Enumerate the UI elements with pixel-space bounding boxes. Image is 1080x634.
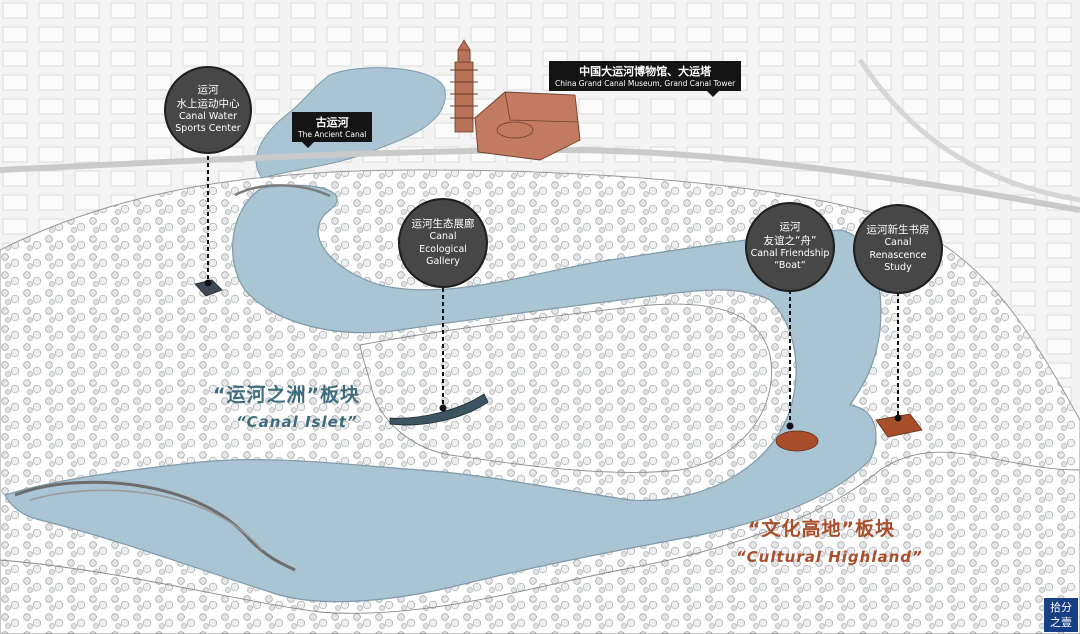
zone-label-cultural-highland: “文化高地”板块 (748, 514, 895, 541)
leader-lines (207, 156, 899, 426)
callout-label: Canal (884, 237, 912, 249)
callout-water-sports-center[interactable]: 运河 水上运动中心 Canal Water Sports Center (164, 66, 252, 154)
tag-ancient-canal[interactable]: 古运河 The Ancient Canal (292, 112, 373, 148)
callout-label: Renascence (869, 249, 927, 261)
zone-title-en: “Cultural Highland” (736, 548, 923, 566)
grand-canal-water (4, 184, 882, 603)
bridge-south-arch-2 (29, 489, 263, 551)
tag-label-en: China Grand Canal Museum, Grand Canal To… (555, 79, 736, 88)
callout-label: 运河 (197, 84, 219, 97)
grand-canal-tower (450, 39, 478, 133)
tag-museum[interactable]: 中国大运河博物馆、大运塔 China Grand Canal Museum, G… (549, 61, 742, 97)
road-east (857, 58, 1080, 203)
tag-label-zh: 古运河 (315, 116, 349, 129)
leader-dots (204, 279, 902, 430)
zone-title-zh: “运河之洲”板块 (213, 384, 360, 406)
bridge-north (234, 184, 331, 198)
callout-label: Canal (429, 231, 457, 243)
callout-label: Sports Center (175, 123, 241, 135)
bridge-south-arch (14, 480, 296, 572)
zone-title-zh: “文化高地”板块 (748, 518, 895, 540)
zone-label-canal-islet-en: “Canal Islet” (236, 413, 358, 431)
callout-label: 水上运动中心 (176, 97, 240, 110)
callout-label: Canal Water (178, 111, 238, 123)
south-shore-land (0, 451, 1080, 634)
zone-label-cultural-highland-en: “Cultural Highland” (736, 548, 923, 566)
callout-label: Canal Friendship (750, 248, 830, 260)
callout-label: Study (884, 261, 912, 273)
callout-label: 友谊之“舟” (763, 234, 817, 247)
publisher-seal: 拾分 之壹 (1044, 598, 1078, 632)
callout-label: Gallery (426, 255, 460, 267)
eco-gallery-structure (389, 393, 489, 426)
callout-label: 运河新生书房 (866, 224, 930, 237)
callout-label: 运河生态展廊 (411, 218, 475, 231)
callout-eco-gallery[interactable]: 运河生态展廊 Canal Ecological Gallery (398, 198, 488, 288)
grand-canal-museum (474, 91, 581, 161)
callout-label: Ecological (419, 243, 467, 255)
callout-friendship-boat[interactable]: 运河 友谊之“舟” Canal Friendship “Boat” (745, 202, 835, 292)
tag-label-zh: 中国大运河博物馆、大运塔 (579, 65, 712, 78)
callout-renascence-study[interactable]: 运河新生书房 Canal Renascence Study (853, 204, 943, 294)
zone-label-canal-islet: “运河之洲”板块 (213, 380, 360, 407)
callout-label: 运河 (779, 221, 801, 234)
callout-label: “Boat” (774, 260, 806, 272)
zone-title-en: “Canal Islet” (236, 413, 358, 431)
tag-label-en: The Ancient Canal (298, 130, 367, 139)
friendship-boat (775, 430, 819, 452)
